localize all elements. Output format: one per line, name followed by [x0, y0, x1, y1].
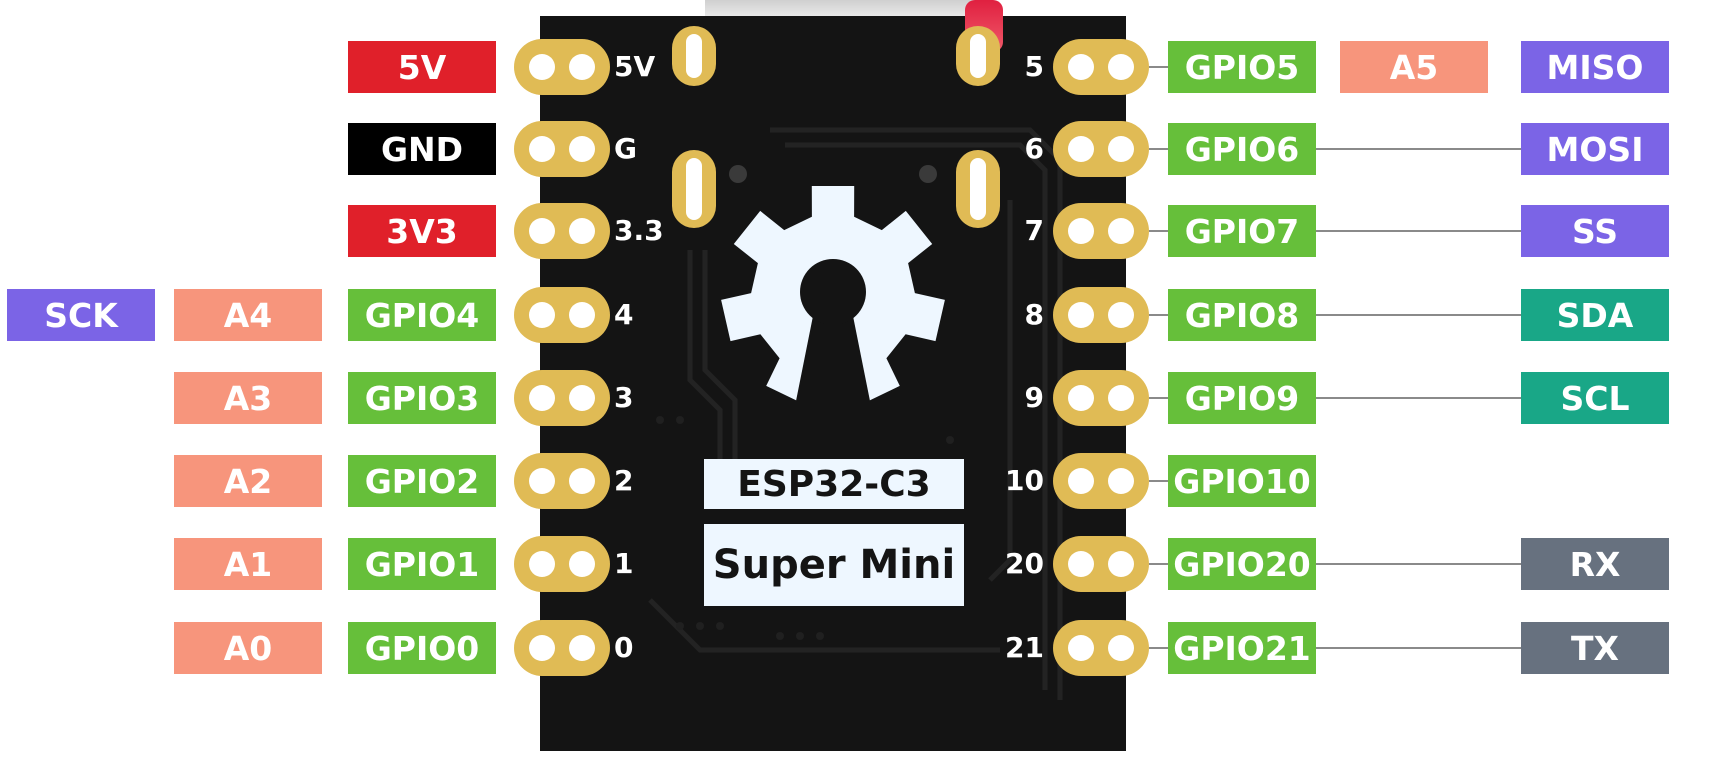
pin-tag-spi: MISO: [1521, 41, 1669, 93]
pad-left-0: [514, 39, 610, 95]
pad-left-7: [514, 620, 610, 676]
pin-tag-gpio: GPIO3: [348, 372, 496, 424]
pad-right-2: [1053, 203, 1149, 259]
pin-tag-spi: SS: [1521, 205, 1669, 257]
pin-number-right: 6: [1024, 132, 1044, 165]
mounting-slots: [672, 26, 1000, 228]
pin-tag-gpio: GPIO8: [1168, 289, 1316, 341]
leader-lines: [1149, 66, 1521, 649]
pad-right-5: [1053, 453, 1149, 509]
pin-tag-gpio: GPIO2: [348, 455, 496, 507]
pin-number-left: 3: [614, 381, 634, 414]
pin-tag-gpio: GPIO20: [1168, 538, 1316, 590]
model-name-label: Super Mini: [704, 524, 964, 606]
pin-tag-analog: A0: [174, 622, 322, 674]
pad-left-5: [514, 453, 610, 509]
pin-tag-gpio: GPIO1: [348, 538, 496, 590]
pin-tag-uart: TX: [1521, 622, 1669, 674]
pin-number-right: 20: [1005, 547, 1044, 580]
pin-number-right: 9: [1024, 381, 1044, 414]
pad-right-3: [1053, 287, 1149, 343]
pin-tag-ground: GND: [348, 123, 496, 175]
pin-tag-gpio: GPIO6: [1168, 123, 1316, 175]
pin-tag-spi: SCK: [7, 289, 155, 341]
pin-number-left: 0: [614, 631, 634, 664]
pin-number-left: 4: [614, 298, 634, 331]
pin-number-left: 2: [614, 464, 634, 497]
chip-name-label: ESP32-C3: [704, 459, 964, 509]
pin-number-right: 21: [1005, 631, 1044, 664]
pad-left-1: [514, 121, 610, 177]
pad-right-6: [1053, 536, 1149, 592]
pin-tag-analog: A1: [174, 538, 322, 590]
pad-left-2: [514, 203, 610, 259]
pin-number-left: 1: [614, 547, 634, 580]
usb-connector: [705, 0, 985, 16]
pcb-vias: [656, 416, 954, 640]
pin-tag-gpio: GPIO7: [1168, 205, 1316, 257]
pin-tag-i2c: SCL: [1521, 372, 1669, 424]
pin-tag-analog: A3: [174, 372, 322, 424]
pin-number-right: 7: [1024, 214, 1044, 247]
pcb-traces: [648, 127, 1063, 700]
gear-notch: [793, 306, 873, 416]
pin-number-left: 5V: [614, 50, 656, 83]
pad-left-3: [514, 287, 610, 343]
pin-number-right: 5: [1024, 50, 1044, 83]
pin-tag-gpio: GPIO0: [348, 622, 496, 674]
pin-tag-i2c: SDA: [1521, 289, 1669, 341]
pin-tag-gpio: GPIO4: [348, 289, 496, 341]
pin-number-right: 8: [1024, 298, 1044, 331]
pin-number-left: 3.3: [614, 214, 664, 247]
pin-tag-gpio: GPIO5: [1168, 41, 1316, 93]
left-pad-row: [514, 39, 610, 676]
pad-right-0: [1053, 39, 1149, 95]
gear-hole: [800, 259, 866, 325]
pad-right-7: [1053, 620, 1149, 676]
pin-tag-uart: RX: [1521, 538, 1669, 590]
pin-tag-analog: A2: [174, 455, 322, 507]
pin-tag-gpio: GPIO10: [1168, 455, 1316, 507]
pin-number-right: 10: [1005, 464, 1044, 497]
open-source-hardware-gear-icon: [721, 186, 945, 416]
pad-left-4: [514, 370, 610, 426]
right-pad-row: [1053, 39, 1149, 676]
pin-number-left: G: [614, 132, 637, 165]
pin-tag-analog: A4: [174, 289, 322, 341]
pin-tag-gpio: GPIO21: [1168, 622, 1316, 674]
pin-tag-analog: A5: [1340, 41, 1488, 93]
pad-right-4: [1053, 370, 1149, 426]
pin-tag-spi: MOSI: [1521, 123, 1669, 175]
pin-tag-power: 5V: [348, 41, 496, 93]
pad-left-6: [514, 536, 610, 592]
pin-tag-gpio: GPIO9: [1168, 372, 1316, 424]
pin-tag-power: 3V3: [348, 205, 496, 257]
pad-right-1: [1053, 121, 1149, 177]
